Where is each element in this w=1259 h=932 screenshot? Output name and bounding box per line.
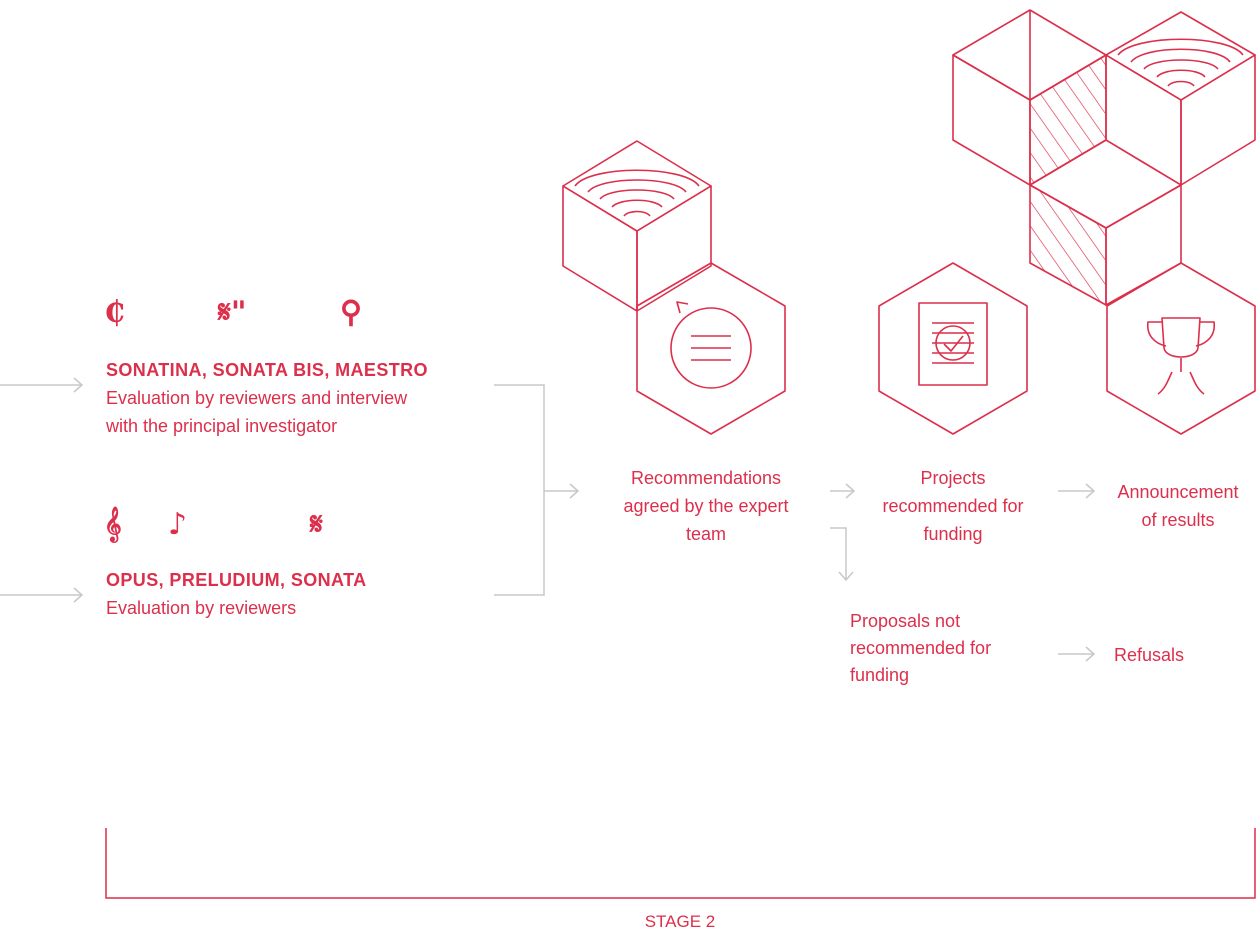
- arrow-in-bottom: [0, 587, 84, 603]
- refusals-label: Refusals: [1114, 645, 1185, 665]
- bottom-group-line1: Evaluation by reviewers: [106, 598, 297, 618]
- cube-recommendations: [562, 140, 712, 312]
- projects-line3: funding: [923, 524, 983, 544]
- recommendations-line1: Recommendations: [630, 468, 782, 488]
- symbol-sonata-bis: 𝄋": [218, 295, 247, 330]
- wave-lines-right: [1117, 38, 1244, 87]
- symbol-sonatina: ₵: [104, 295, 125, 330]
- recommendations-line2: agreed by the expert: [623, 496, 789, 516]
- wave-lines-left: [574, 169, 700, 217]
- projects-line1: Projects: [920, 468, 986, 488]
- hex-trophy: [1106, 262, 1256, 435]
- symbol-opus: 𝄞: [104, 507, 122, 542]
- hex-document: [878, 262, 1028, 435]
- speech-bubble-icon: [670, 301, 752, 389]
- top-group-line1: Evaluation by reviewers and interview: [106, 388, 408, 408]
- not-recommended-line1: Proposals not: [850, 611, 961, 631]
- recommendations-line3: team: [685, 524, 727, 544]
- arrow-in-top: [0, 377, 84, 393]
- top-group-line2: with the principal investigator: [106, 416, 338, 436]
- symbol-maestro: ⚲: [340, 295, 362, 330]
- merge-bracket: [494, 384, 545, 596]
- announcement-line2: of results: [1141, 510, 1215, 530]
- arrow-to-refusals: [1058, 646, 1096, 662]
- arrow-down-not-recommended: [830, 527, 854, 582]
- arrow-to-projects: [830, 483, 856, 499]
- arrow-to-announcement: [1058, 483, 1096, 499]
- projects-line2: recommended for: [882, 496, 1024, 516]
- stage-label: STAGE 2: [644, 912, 716, 931]
- symbol-preludium: ♪: [168, 507, 188, 542]
- not-recommended-line2: recommended for: [850, 638, 992, 658]
- trophy-icon: [1146, 317, 1216, 395]
- stage-bracket: [105, 828, 1256, 899]
- arrow-to-recommendations: [544, 483, 580, 499]
- top-group-title: SONATINA, SONATA BIS, MAESTRO: [106, 360, 428, 380]
- hex-speech: [636, 262, 786, 435]
- cube-cluster-announcement: [952, 9, 1256, 306]
- announcement-line1: Announcement: [1117, 482, 1239, 502]
- bottom-group-title: OPUS, PRELUDIUM, SONATA: [106, 570, 367, 590]
- document-check-icon: [918, 302, 988, 386]
- not-recommended-line3: funding: [850, 665, 910, 685]
- connector-arrows: [0, 377, 1096, 662]
- symbol-sonata: 𝄋: [310, 507, 323, 542]
